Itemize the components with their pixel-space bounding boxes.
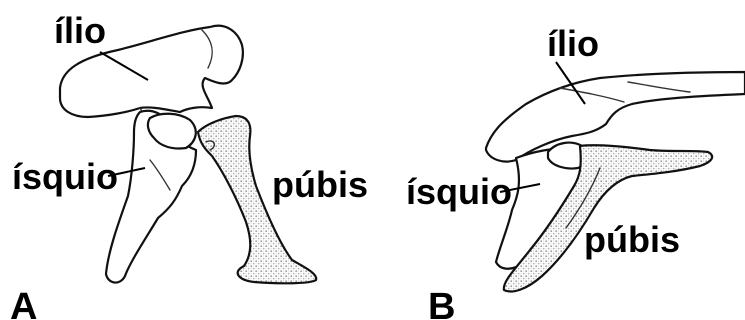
- panel-b-ilium-label: ílio: [547, 23, 599, 64]
- panel-a-ilium-label: ílio: [54, 10, 106, 51]
- panel-b-pubis-label: púbis: [584, 219, 680, 260]
- panel-a-letter: A: [10, 286, 37, 320]
- panel-b-letter: B: [428, 286, 455, 320]
- panel-a-pubis-label: púbis: [272, 164, 368, 205]
- panel-b-ischium-label: ísquio: [406, 171, 512, 212]
- panel-a: [60, 26, 316, 284]
- panel-a-ischium-label: ísquio: [12, 156, 118, 197]
